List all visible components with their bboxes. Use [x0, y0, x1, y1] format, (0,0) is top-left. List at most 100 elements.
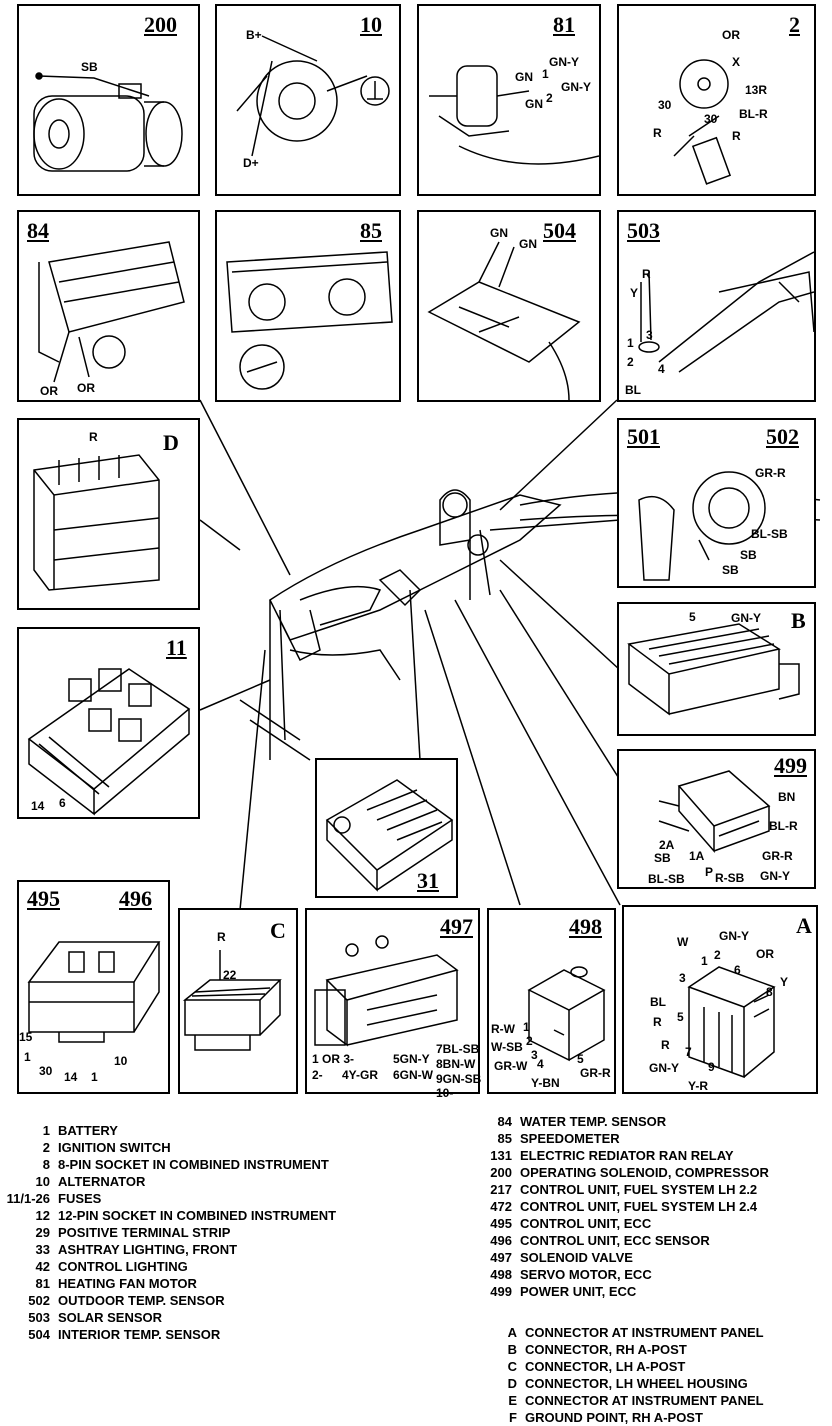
interior-sensor-illustration [427, 241, 581, 401]
panel-number: 495 [27, 886, 60, 911]
panel-31: 31 [315, 758, 458, 898]
pin-label: 15 [19, 1030, 33, 1044]
pin-label: 4 [658, 362, 665, 376]
legend-key: 498 [490, 1267, 512, 1282]
panel-number: 499 [774, 753, 807, 778]
legend-item: 10 ALTERNATOR [0, 1173, 420, 1190]
panel-number: 501 [627, 424, 660, 449]
legend-text: ALTERNATOR [58, 1174, 146, 1189]
legend-key: 1 [42, 1123, 50, 1138]
panel-number: 85 [360, 218, 382, 243]
pin-label: 1 OR 3- [312, 1052, 355, 1066]
pin-label: 14 [64, 1070, 78, 1084]
wire-label: W [677, 935, 689, 949]
legend-text: CONNECTOR AT INSTRUMENT PANEL [525, 1325, 764, 1340]
panel-number: 84 [27, 218, 49, 243]
legend-text: CONNECTOR AT INSTRUMENT PANEL [525, 1393, 764, 1408]
panel-number: 496 [119, 886, 152, 911]
panel-number: 498 [569, 914, 602, 939]
panel-number: 503 [627, 218, 660, 243]
wire-label: GR-R [755, 466, 786, 480]
outdoor-sensor-illustration [638, 471, 766, 581]
wire-label: GN-Y [549, 55, 579, 69]
pin-label: 1A [689, 849, 705, 863]
wire-label: GR-W [494, 1059, 528, 1073]
panel-498: 498 R-W 1 W-SB 2 3 GR-W 4 5 GR-R Y-BN [487, 908, 616, 1094]
wire-label: BL-R [739, 107, 768, 121]
pin-label: 6 [734, 963, 741, 977]
fuse-label: 14 [31, 799, 45, 813]
legend-text: CONNECTOR, LH WHEEL HOUSING [525, 1376, 748, 1391]
panel-number: 81 [553, 12, 575, 37]
legend-key: A [507, 1325, 517, 1340]
wire-label: GN-Y [760, 869, 790, 883]
wire-label: BL-SB [751, 527, 788, 541]
legend-key: 33 [35, 1242, 50, 1257]
legend-key: 84 [497, 1114, 512, 1129]
pin-label: 3 [679, 971, 686, 985]
water-sensor-illustration [38, 241, 185, 383]
pin-label: 4Y-GR [342, 1068, 379, 1082]
legend-key: 29 [35, 1225, 50, 1240]
pin-label: 10- [436, 1086, 454, 1100]
legend-text: ASHTRAY LIGHTING, FRONT [58, 1242, 238, 1257]
legend-item: 496 CONTROL UNIT, ECC SENSOR [450, 1232, 830, 1249]
wire-label: BL-R [769, 819, 798, 833]
legend-text: OPERATING SOLENOID, COMPRESSOR [520, 1165, 769, 1180]
panel-number: 31 [417, 868, 439, 893]
connector-c-illustration [182, 950, 282, 1051]
panel-C: C R 22 [178, 908, 298, 1094]
pin-label: 5 [577, 1052, 584, 1066]
pin-label: 8 [766, 985, 773, 999]
legend-key: 10 [35, 1174, 50, 1189]
panel-85: 85 [215, 210, 401, 402]
legend-text: CONTROL UNIT, ECC SENSOR [520, 1233, 710, 1248]
panel-number: 502 [766, 424, 799, 449]
wire-label: R [653, 1015, 662, 1029]
panel-2: 2 OR X 30 13R BL-R R 30 R [617, 4, 816, 196]
wire-label: 30 [704, 112, 718, 126]
legend-key: 8 [42, 1157, 50, 1172]
wire-label: R [217, 930, 226, 944]
pin-label: 7 [685, 1045, 692, 1059]
wire-label: OR [40, 384, 58, 398]
panel-503: 503 R Y 1 3 2 4 BL [617, 210, 816, 402]
wire-label: BL-SB [648, 872, 685, 886]
legend-text: POWER UNIT, ECC [520, 1284, 637, 1299]
speedometer-illustration [226, 251, 393, 390]
connector-a-illustration [687, 966, 776, 1079]
legend-text: WATER TEMP. SENSOR [520, 1114, 667, 1129]
wire-label: GN [525, 97, 543, 111]
panel-number: 200 [144, 12, 177, 37]
pin-label: 30 [39, 1064, 53, 1078]
wire-label: Y-BN [531, 1076, 560, 1090]
panel-number: B [791, 608, 806, 633]
legend-text: CONTROL UNIT, ECC [520, 1216, 652, 1231]
pin-label: 1 [701, 954, 708, 968]
panel-number: C [270, 918, 286, 943]
legend-key: 496 [490, 1233, 512, 1248]
wire-label: R [653, 126, 662, 140]
connector-d-illustration [33, 454, 160, 591]
legend-item: 33 ASHTRAY LIGHTING, FRONT [0, 1241, 420, 1258]
legend-text: FUSES [58, 1191, 102, 1206]
panel-B: B 5 GN-Y [617, 602, 816, 736]
wire-label: Y [780, 975, 789, 989]
wire-label: GR-R [580, 1066, 611, 1080]
legend-key: 12 [35, 1208, 50, 1223]
legend-key: 502 [28, 1293, 50, 1308]
wire-label: SB [722, 563, 739, 577]
